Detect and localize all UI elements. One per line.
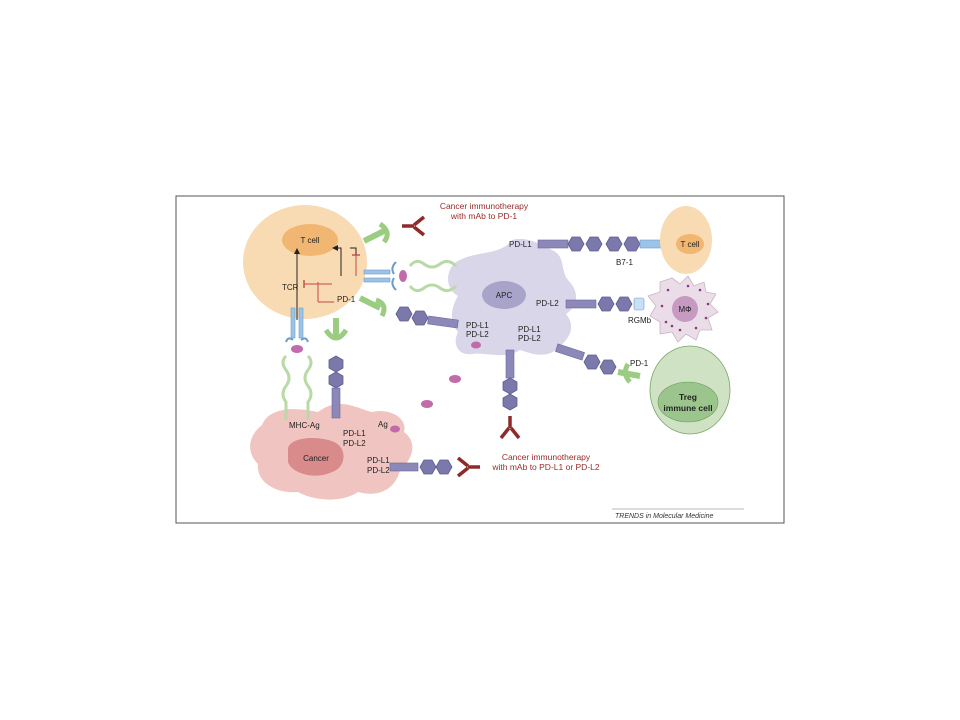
mhc-ag-label: MHC-Ag [289,421,320,430]
t-cell-label: T cell [301,236,320,245]
apc-tcr-complex [363,259,458,293]
cancer-pdl1-chain [328,355,344,419]
therapy-pdl-line2: with mAb to PD-L1 or PD-L2 [491,462,600,472]
apc-pdl2-a: PD-L2 [466,330,489,339]
pd1-receptor-lower [358,295,387,318]
apc-antigen-dot [471,341,481,349]
mhc-molecule [281,354,313,420]
apc-pdl-to-treg [555,343,641,384]
free-antigen-2 [421,400,433,408]
t-cell-right-label: T cell [681,240,700,249]
b71-label: B7-1 [616,258,633,267]
therapy-pd1-line2: with mAb to PD-1 [450,211,517,221]
antigen-dot [390,425,400,433]
cancer-label: Cancer [303,454,329,463]
cancer-pdl-horizontal [389,459,453,475]
ag-label: Ag [378,420,388,429]
tcr-receptor [285,307,309,343]
pd1-receptor-upper [362,221,390,244]
t-cell-nucleus [282,224,338,256]
treg-label-line2: immune cell [663,403,712,413]
cancer-pdl2-a: PD-L2 [343,439,366,448]
apc-pdl1-top: PD-L1 [509,240,532,249]
treg-label-line1: Treg [679,392,697,402]
macrophage-nucleus [672,296,698,322]
apc-pdl1-a: PD-L1 [466,321,489,330]
cancer-pdl2-b: PD-L2 [367,466,390,475]
apc-pdl2-label: PD-L2 [536,299,559,308]
t-cell-right-nucleus [676,234,704,254]
cancer-pdl1-a: PD-L1 [343,429,366,438]
macrophage-granules [660,284,710,332]
tcr-label: TCR [282,283,299,292]
apc-pdl2-b: PD-L2 [518,334,541,343]
tcr-signal-arrowhead [294,248,300,254]
apc-pdl2-to-rgmb [565,296,645,312]
peptide-antigen [291,345,303,353]
macrophage-label: MΦ [678,305,691,314]
apc-nucleus [482,281,526,309]
therapy-pd1-line1: Cancer immunotherapy [440,201,529,211]
cancer-nucleus [288,438,344,476]
cancer-pdl1-b: PD-L1 [367,456,390,465]
apc-pdl1-to-b71 [537,236,675,252]
apc-pdl1-b: PD-L1 [518,325,541,334]
caption: TRENDS in Molecular Medicine [615,513,714,520]
apc-pdl1-chain-left [395,306,459,329]
pd1-treg-label: PD-1 [630,359,649,368]
free-antigen-1 [449,375,461,383]
treg-nucleus [657,381,719,423]
antibody-pdl-apc [499,416,521,440]
therapy-pdl-line1: Cancer immunotherapy [502,452,591,462]
pd1-label-main: PD-1 [337,295,356,304]
pd1-signal-arrowhead [332,245,338,251]
rgmb-label: RGMb [628,316,652,325]
t-cell-body [243,205,367,319]
inhibit-line-1 [317,282,334,303]
pd1-receptor-main [323,318,349,341]
apc-label: APC [496,291,513,300]
apc-pdl-vertical [502,349,518,411]
